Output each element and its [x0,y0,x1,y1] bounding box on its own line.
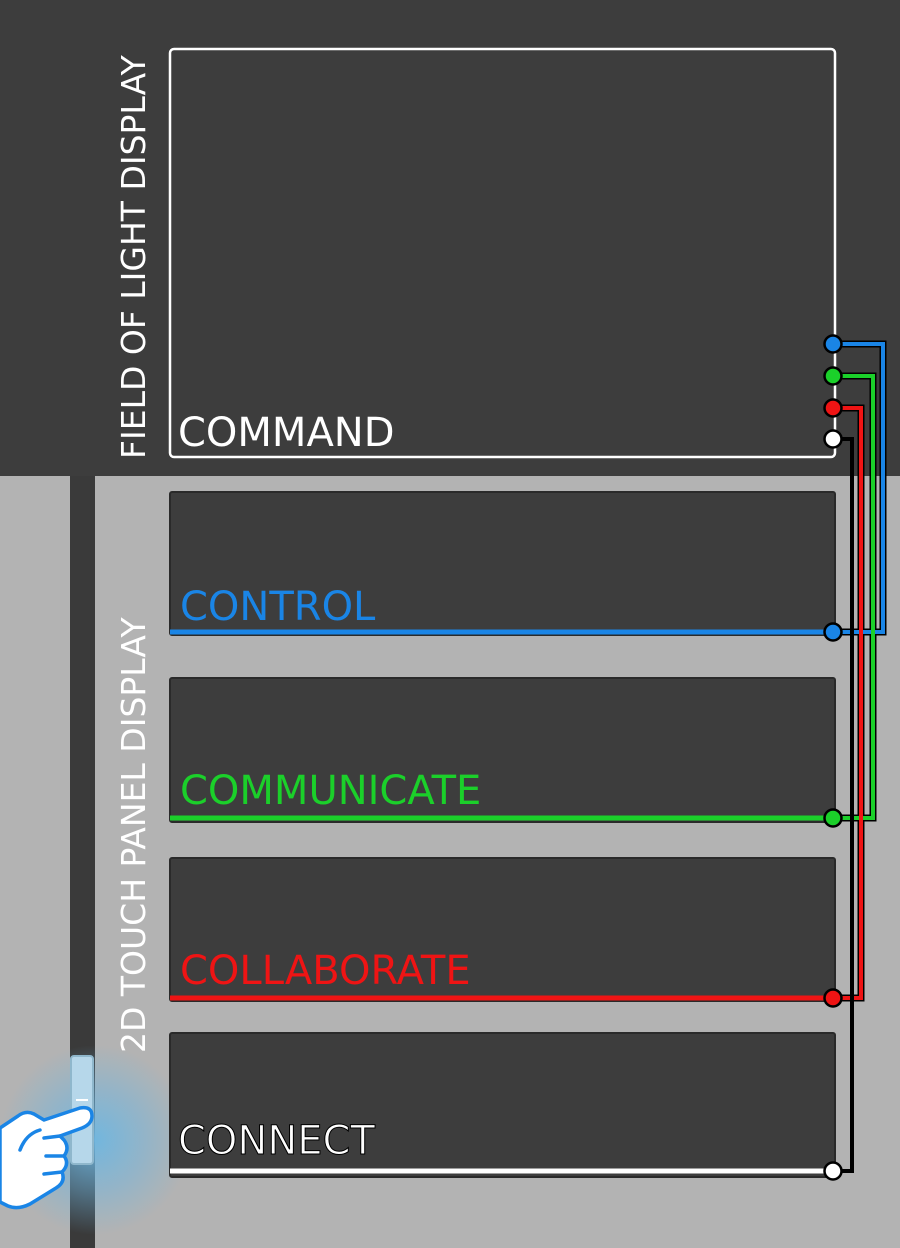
control-node [823,622,843,642]
collaborate-wire [833,406,863,1000]
connect-node [823,1161,843,1181]
command-node-collaborate [823,398,843,418]
command-node-communicate [823,366,843,386]
command-label: COMMAND [178,410,395,456]
connector-wires [833,340,887,1173]
collaborate-panel[interactable] [169,857,836,1002]
control-wire [833,342,885,634]
connect-label: CONNECT [178,1118,375,1164]
command-node-connect [823,429,843,449]
control-panel[interactable] [169,491,836,636]
command-panel [168,47,837,459]
collaborate-node [823,988,843,1008]
field-of-light-display-label: FIELD OF LIGHT DISPLAY [114,54,153,459]
connector-nodes [823,334,843,1181]
collaborate-label: COLLABORATE [180,948,471,994]
communicate-node [823,808,843,828]
connect-panel[interactable] [169,1032,836,1178]
pointing-hand-icon [0,1105,94,1210]
communicate-panel[interactable] [169,677,836,823]
communicate-label: COMMUNICATE [180,768,481,814]
field-of-light-background [0,0,900,476]
command-node-control [823,334,843,354]
control-label: CONTROL [180,584,376,630]
touch-panel-display-label: 2D TOUCH PANEL DISPLAY [114,617,153,1053]
